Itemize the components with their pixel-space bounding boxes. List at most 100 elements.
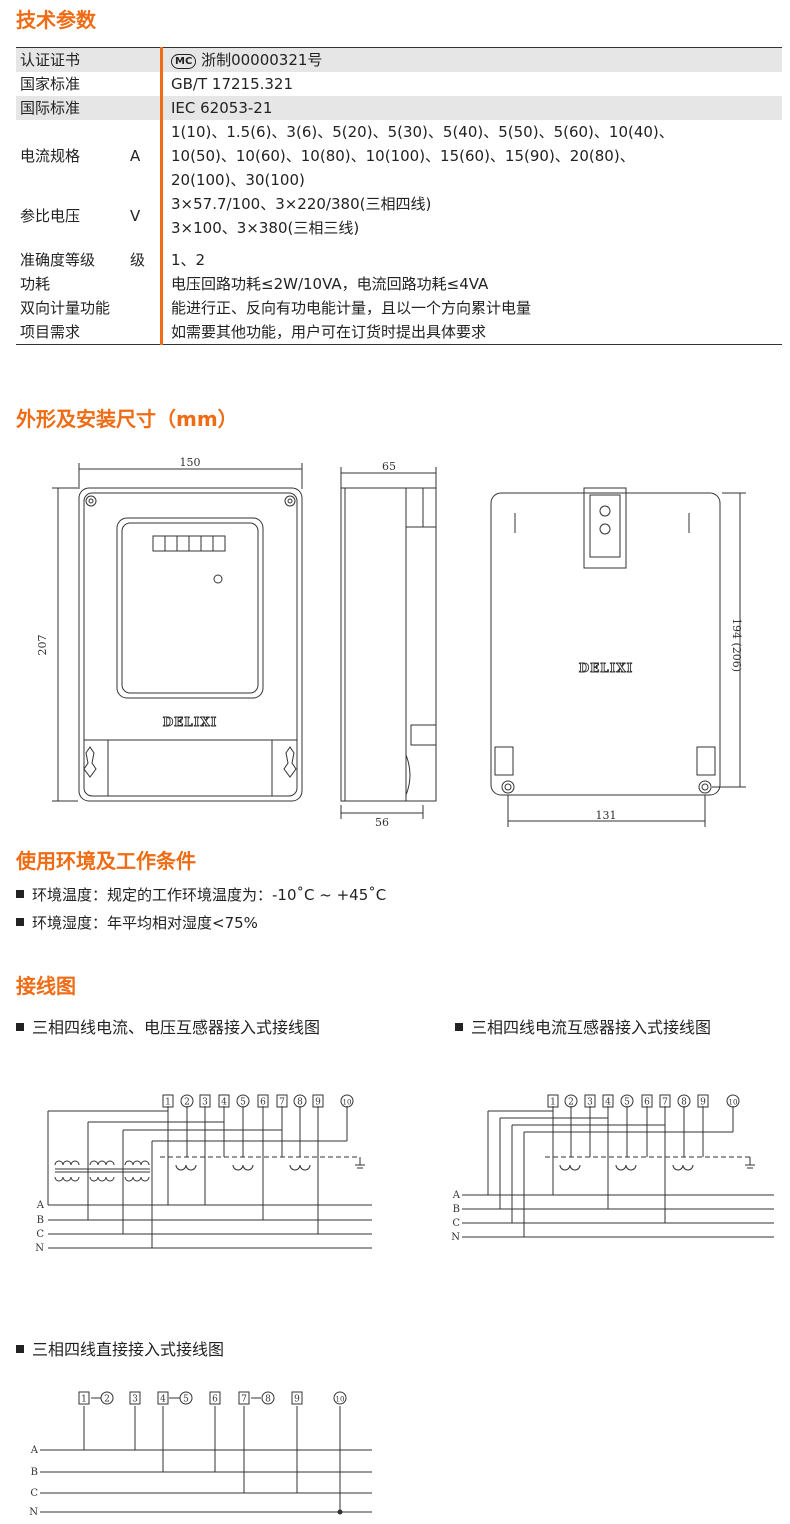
terminal-label: 8 (265, 1395, 271, 1405)
neutral-junction (337, 1509, 343, 1515)
phase-label: N (29, 1507, 38, 1518)
env-temp-item: 环境温度：规定的工作环境温度为：-10˚C ~ +45˚C (16, 884, 386, 905)
bullet-square-icon (16, 918, 24, 926)
terminal-label: 4 (221, 1098, 227, 1108)
terminal-label: 1 (81, 1395, 87, 1405)
terminal-label: 7 (241, 1395, 247, 1405)
phase-label: C (452, 1218, 460, 1229)
table-row: 双向计量功能 能进行正、反向有功电能计量，且以一个方向累计电量 (16, 296, 782, 320)
terminal-label: 6 (260, 1098, 266, 1108)
terminal-circle (261, 1391, 275, 1405)
spec-value: 20(100)、30(100) (171, 171, 305, 189)
bullet-square-icon (455, 1023, 463, 1031)
back-height-label: 194 (206) (730, 618, 743, 672)
terminal-label: 3 (587, 1098, 593, 1108)
phase-label: A (452, 1190, 461, 1201)
phase-label: B (37, 1215, 44, 1226)
phase-label: A (30, 1445, 39, 1456)
spec-value: 3×57.7/100、3×220/380(三相四线) (171, 195, 432, 213)
table-row: 准确度等级 级 1、2 (16, 240, 782, 272)
phase-label: B (31, 1467, 38, 1478)
spec-value: 电压回路功耗≤2W/10VA，电流回路功耗≤4VA (160, 272, 782, 296)
dimension-drawings: 150 207 65 56 194 (206) 131 DELIXI DELIX… (36, 456, 746, 829)
spec-label: 双向计量功能 (20, 299, 111, 317)
terminal-box (157, 1391, 169, 1405)
terminal-label: 5 (183, 1395, 189, 1405)
spec-label: 准确度等级 (20, 251, 96, 269)
diagram2-title: 三相四线电流互感器接入式接线图 (455, 1014, 711, 1038)
diagram3-title: 三相四线直接接入式接线图 (16, 1336, 224, 1360)
side-bottom-label: 56 (375, 816, 389, 829)
terminal-label: 6 (644, 1098, 650, 1108)
terminal-label: 6 (212, 1395, 218, 1405)
terminal-label: 7 (662, 1098, 668, 1108)
table-row: 国家标准 GB/T 17215.321 (16, 72, 782, 96)
bullet-square-icon (16, 890, 24, 898)
spec-label: 国际标准 (16, 96, 130, 120)
spec-value: 1、2 (160, 240, 782, 272)
terminal-label: 10 (343, 1099, 352, 1107)
phase-label: C (36, 1229, 44, 1240)
terminal-label: 2 (184, 1098, 190, 1108)
table-row: 电流规格 A 1(10)、1.5(6)、3(6)、5(20)、5(30)、5(4… (16, 120, 782, 192)
spec-value: 3×100、3×380(三相三线) (171, 219, 360, 237)
terminal-box (78, 1391, 90, 1405)
phase-label: C (30, 1488, 38, 1499)
terminal-label: 8 (681, 1098, 687, 1108)
spec-value: 能进行正、反向有功电能计量，且以一个方向累计电量 (160, 296, 782, 320)
terminal-label: 1 (550, 1098, 556, 1108)
phase-label: B (453, 1204, 460, 1215)
spec-value: 如需要其他功能，用户可在订货时提出具体要求 (160, 320, 782, 345)
spec-unit: V (130, 207, 141, 225)
front-height-label: 207 (36, 635, 49, 656)
front-width-label: 150 (180, 456, 201, 469)
terminal-label: 9 (315, 1098, 321, 1108)
terminal-label: 5 (624, 1098, 630, 1108)
terminal-box (238, 1391, 250, 1405)
terminal-box (291, 1391, 303, 1405)
terminal-label: 7 (279, 1098, 285, 1108)
section-title-tech: 技术参数 (16, 8, 96, 32)
mc-mark-icon: MC (171, 54, 197, 69)
table-row: 项目需求 如需要其他功能，用户可在订货时提出具体要求 (16, 320, 782, 345)
side-depth-label: 65 (382, 460, 396, 473)
brand-logo-back: DELIXI (579, 661, 634, 675)
spec-unit: 级 (130, 251, 146, 269)
section-title-env: 使用环境及工作条件 (16, 849, 196, 873)
spec-unit: A (130, 147, 141, 165)
terminal-circle (333, 1391, 347, 1405)
spec-label: 功耗 (20, 275, 51, 293)
table-row: 功耗 电压回路功耗≤2W/10VA，电流回路功耗≤4VA (16, 272, 782, 296)
table-row: 国际标准 IEC 62053-21 (16, 96, 782, 120)
spec-value: 浙制00000321号 (201, 51, 323, 69)
terminal-label: 9 (294, 1395, 300, 1405)
spec-label: 认证证书 (16, 47, 130, 72)
terminal-label: 5 (240, 1098, 246, 1108)
table-row: 认证证书 MC 浙制00000321号 (16, 47, 782, 72)
section-title-wiring: 接线图 (16, 974, 76, 998)
phase-label: N (451, 1232, 460, 1243)
terminal-label: 4 (605, 1098, 611, 1108)
bullet-square-icon (16, 1023, 24, 1031)
spec-value: IEC 62053-21 (160, 96, 782, 120)
section-title-dims: 外形及安装尺寸（mm） (16, 407, 238, 431)
phase-label: A (36, 1200, 45, 1211)
terminal-label: 8 (297, 1098, 303, 1108)
spec-value: 10(50)、10(60)、10(80)、10(100)、15(60)、15(9… (171, 147, 635, 165)
spec-label: 项目需求 (16, 320, 130, 345)
terminal-label: 4 (160, 1395, 166, 1405)
terminal-label: 2 (104, 1395, 110, 1405)
table-row: 参比电压 V 3×57.7/100、3×220/380(三相四线) 3×100、… (16, 192, 782, 240)
terminal-label: 1 (165, 1098, 171, 1108)
terminal-label: 2 (568, 1098, 574, 1108)
brand-logo-front: DELIXI (163, 715, 218, 729)
spec-label: 电流规格 (20, 147, 81, 165)
back-view-drawing (490, 487, 746, 827)
